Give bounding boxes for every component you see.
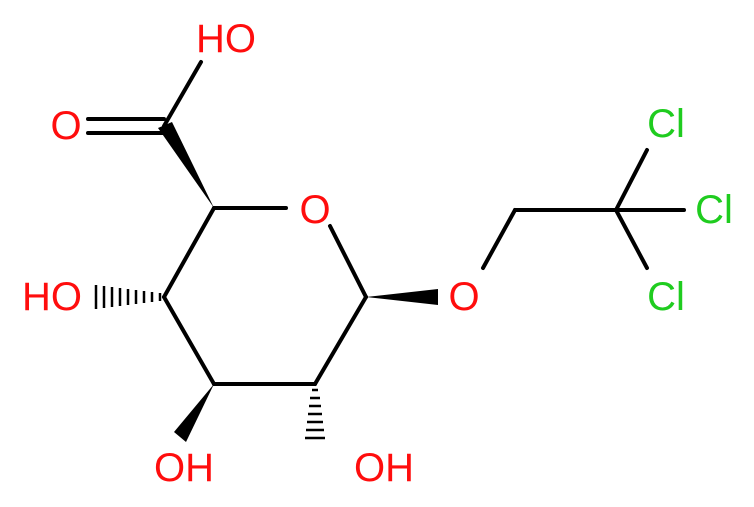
- hashed-bonds: [94, 285, 325, 440]
- bond-glycosidic-o-ch2: [481, 208, 517, 270]
- label-oh-c2: OH: [354, 446, 414, 490]
- bond-c4-c5: [162, 206, 216, 299]
- bond-carboxyl-oh: [162, 60, 203, 128]
- wedge-c5-carboxyl: [158, 122, 214, 208]
- label-oh-c3: OH: [154, 446, 214, 490]
- label-carboxyl-oh: HO: [196, 17, 256, 61]
- atom-labels: HO O O O HO OH OH Cl Cl Cl: [22, 17, 733, 490]
- label-ring-o: O: [299, 188, 330, 232]
- label-carbonyl-o: O: [50, 104, 81, 148]
- label-cl-top: Cl: [647, 102, 685, 146]
- wedge-c1-glycosidic-o: [366, 289, 438, 305]
- label-cl-mid: Cl: [695, 188, 733, 232]
- wedge-bonds: [158, 122, 438, 442]
- bond-ring-o-c1: [328, 224, 368, 299]
- label-cl-bottom: Cl: [647, 275, 685, 319]
- bond-c1-c2: [313, 295, 368, 386]
- bond-ccl3-cl-bottom: [614, 208, 649, 270]
- bond-c3-c4: [162, 295, 216, 386]
- bond-ccl3-cl-top: [614, 148, 649, 212]
- label-oh-c4: HO: [22, 275, 82, 319]
- hash-c2-oh: [305, 388, 325, 440]
- label-glycosidic-o: O: [448, 275, 479, 319]
- wedge-c3-oh: [174, 384, 214, 442]
- hash-c4-oh: [94, 285, 162, 309]
- bonds: [86, 60, 686, 386]
